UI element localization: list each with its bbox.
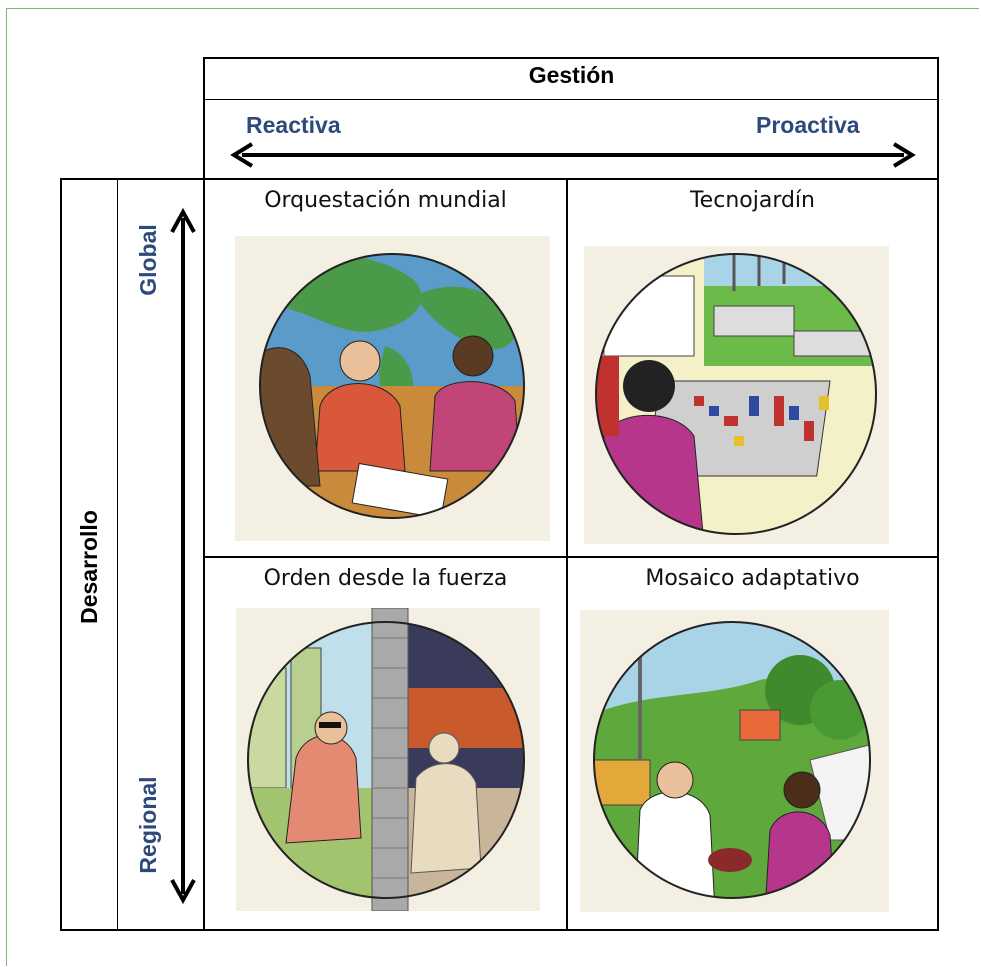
illustration-orquestacion-mundial bbox=[235, 236, 550, 541]
grid-header-divider bbox=[203, 99, 939, 100]
illustration-tecnojardin bbox=[584, 246, 889, 544]
vertical-double-arrow-icon bbox=[170, 207, 196, 905]
grid-middle-vertical bbox=[566, 178, 568, 931]
grid-left-outer bbox=[60, 178, 62, 931]
outer-frame bbox=[6, 8, 979, 966]
grid-header-bottom bbox=[60, 178, 939, 180]
quadrant-title-tecnojardin: Tecnojardín bbox=[689, 188, 815, 213]
regional-label: Regional bbox=[135, 776, 161, 874]
gestion-title: Gestión bbox=[528, 62, 615, 88]
grid-left-inner bbox=[117, 178, 118, 931]
horizontal-double-arrow-icon bbox=[230, 142, 916, 168]
grid-quad-left bbox=[203, 57, 205, 931]
grid-top-line bbox=[203, 57, 939, 59]
quadrant-title-orquestacion: Orquestación mundial bbox=[264, 188, 507, 213]
grid-bottom-line bbox=[60, 929, 939, 931]
desarrollo-label: Desarrollo bbox=[76, 510, 102, 624]
quadrant-title-mosaico: Mosaico adaptativo bbox=[645, 566, 860, 591]
illustration-orden-desde-la-fuerza bbox=[236, 608, 540, 911]
illustration-mosaico-adaptativo bbox=[580, 610, 889, 912]
grid-right bbox=[937, 57, 939, 931]
reactiva-label: Reactiva bbox=[246, 112, 341, 138]
proactiva-label: Proactiva bbox=[756, 112, 860, 138]
global-label: Global bbox=[135, 224, 161, 296]
quadrant-title-orden: Orden desde la fuerza bbox=[263, 566, 508, 591]
grid-middle-horizontal bbox=[203, 556, 939, 558]
